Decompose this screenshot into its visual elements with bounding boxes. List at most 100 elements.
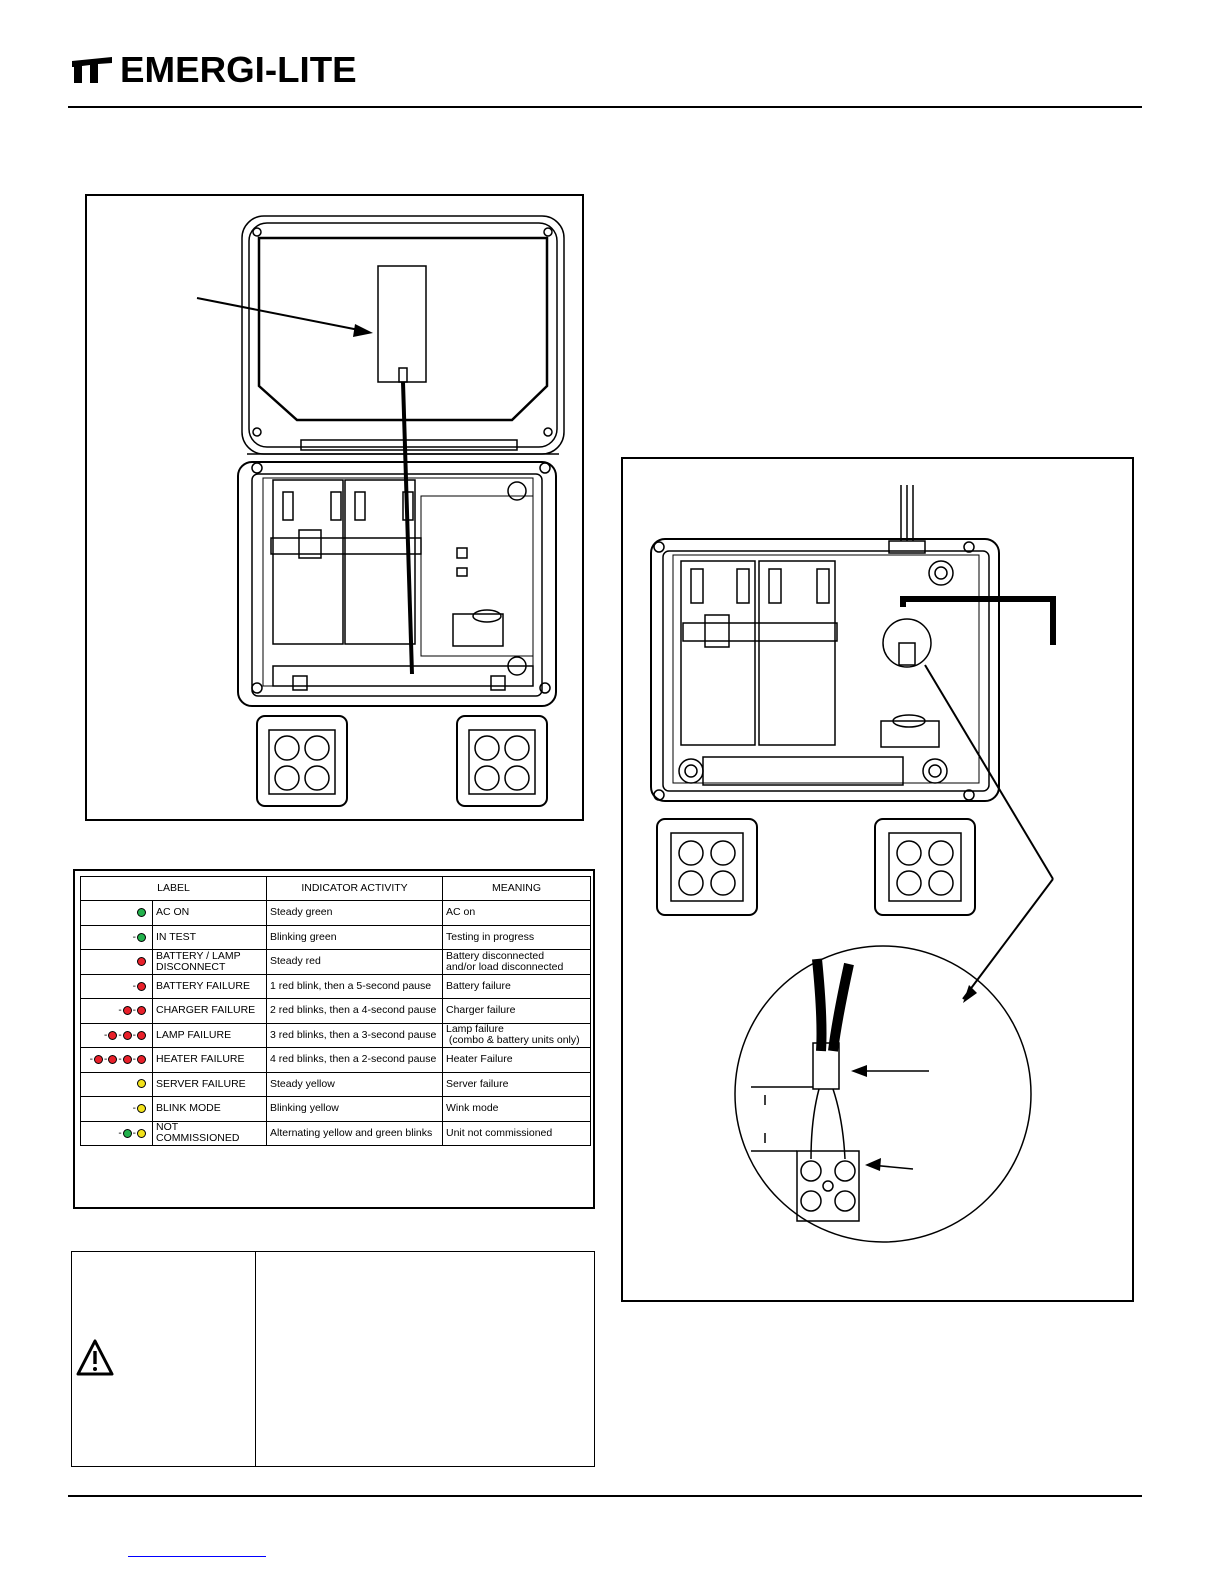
led-red-icon xyxy=(137,1055,146,1065)
indicator-meaning: Unit not commissioned xyxy=(442,1120,591,1146)
indicator-label-line1: CHARGER FAILURE xyxy=(156,1004,256,1017)
indicator-label: CHARGER FAILURE xyxy=(152,998,267,1024)
figure-open-enclosure xyxy=(85,194,584,821)
indicator-meaning-line1: Charger failure xyxy=(446,1004,516,1017)
warning-box xyxy=(71,1251,595,1467)
indicator-meaning-line1: Battery disconnected xyxy=(446,949,545,962)
indicator-activity: 3 red blinks, then a 3-second pause xyxy=(266,1022,443,1048)
led-pattern xyxy=(80,900,153,926)
indicator-meaning: Battery failure xyxy=(442,973,591,999)
blink-dash: - xyxy=(132,1029,136,1041)
indicator-meaning-line1: AC on xyxy=(446,906,476,919)
indicator-label-line1: AC ON xyxy=(156,906,190,919)
led-pattern xyxy=(80,1071,153,1097)
led-pattern: - xyxy=(80,973,153,999)
indicator-meaning-line1: Unit not commissioned xyxy=(446,1126,553,1139)
indicator-label: HEATER FAILURE xyxy=(152,1047,267,1073)
blink-dash: - xyxy=(118,1005,122,1017)
led-red-icon xyxy=(137,956,146,966)
indicator-label: SERVER FAILURE xyxy=(152,1071,267,1097)
indicator-activity: Blinking yellow xyxy=(266,1096,443,1122)
blink-dash: - xyxy=(132,931,136,943)
blink-dash: - xyxy=(118,1054,122,1066)
indicator-activity: 2 red blinks, then a 4-second pause xyxy=(266,998,443,1024)
table-row: -BATTERY FAILURE 1 red blink, then a 5-se… xyxy=(80,973,591,999)
indicator-table: LABEL INDICATOR ACTIVITY MEANING AC ON St… xyxy=(80,876,591,1146)
indicator-meaning-line1: Server failure xyxy=(446,1077,509,1090)
indicator-activity: Steady yellow xyxy=(266,1071,443,1097)
indicator-label: NOT COMMISSIONED xyxy=(152,1120,267,1146)
indicator-label-line2: DISCONNECT xyxy=(156,960,226,973)
indicator-meaning-line1: Lamp failure xyxy=(446,1023,504,1036)
led-green-icon xyxy=(137,907,146,917)
table-header-row: LABEL INDICATOR ACTIVITY MEANING xyxy=(80,876,591,901)
led-pattern: ---- xyxy=(80,1047,153,1073)
header-activity: INDICATOR ACTIVITY xyxy=(266,876,443,901)
blink-dash: - xyxy=(132,1127,136,1139)
led-pattern: -- xyxy=(80,1120,153,1146)
led-yellow-icon xyxy=(137,1079,146,1089)
open-enclosure-drawing xyxy=(196,215,565,807)
indicator-table-frame: LABEL INDICATOR ACTIVITY MEANING AC ON St… xyxy=(73,869,595,1209)
indicator-meaning: Server failure xyxy=(442,1071,591,1097)
led-pattern: - xyxy=(80,1096,153,1122)
indicator-activity: Blinking green xyxy=(266,924,443,950)
led-yellow-icon xyxy=(137,1128,146,1138)
blink-dash: - xyxy=(89,1054,93,1066)
led-pattern xyxy=(80,949,153,975)
indicator-label-line1: SERVER FAILURE xyxy=(156,1077,246,1090)
indicator-label: IN TEST xyxy=(152,924,267,950)
indicator-label-line1: BATTERY / LAMP xyxy=(156,949,241,962)
indicator-label: BATTERY FAILURE xyxy=(152,973,267,999)
indicator-label-line1: IN TEST xyxy=(156,930,197,943)
indicator-label-line1: BLINK MODE xyxy=(156,1102,221,1115)
header-rule xyxy=(68,106,1142,108)
led-red-icon xyxy=(137,981,146,991)
indicator-meaning-line2: and/or load disconnected xyxy=(446,960,564,973)
indicator-meaning: Charger failure xyxy=(442,998,591,1024)
indicator-meaning-line2: (combo & battery units only) xyxy=(446,1034,580,1047)
led-pattern: -- xyxy=(80,998,153,1024)
brand-logo: EMERGI-LITE xyxy=(70,52,357,88)
blink-dash: - xyxy=(103,1054,108,1066)
led-red-icon xyxy=(108,1055,118,1065)
indicator-activity: Steady red xyxy=(266,949,443,975)
indicator-meaning: Testing in progress xyxy=(442,924,591,950)
indicator-label-line1: NOT COMMISSIONED xyxy=(156,1121,240,1145)
indicator-activity: Alternating yellow and green blinks xyxy=(266,1120,443,1146)
led-red-icon xyxy=(137,1030,146,1040)
blink-dash: - xyxy=(103,1029,108,1041)
indicator-label: LAMP FAILURE xyxy=(152,1022,267,1048)
indicator-activity: Steady green xyxy=(266,900,443,926)
emergi-lite-logo-icon xyxy=(72,57,112,83)
warning-divider xyxy=(255,1252,256,1466)
blink-dash: - xyxy=(118,1127,122,1139)
indicator-meaning: Heater Failure xyxy=(442,1047,591,1073)
indicator-meaning: Wink mode xyxy=(442,1096,591,1122)
indicator-activity: 1 red blink, then a 5-second pause xyxy=(266,973,443,999)
footer-rule xyxy=(68,1495,1142,1497)
indicator-meaning: Lamp failure (combo & battery units only… xyxy=(442,1022,591,1048)
indicator-meaning: AC on xyxy=(442,900,591,926)
indicator-label: BLINK MODE xyxy=(152,1096,267,1122)
indicator-meaning-line1: Battery failure xyxy=(446,979,511,992)
led-pattern: - xyxy=(80,924,153,950)
indicator-label-line1: HEATER FAILURE xyxy=(156,1053,245,1066)
led-green-icon xyxy=(137,932,146,942)
led-red-icon xyxy=(122,1030,132,1040)
wiring-detail-drawing xyxy=(650,485,1056,1243)
indicator-meaning-line1: Testing in progress xyxy=(446,930,535,943)
header-label: LABEL xyxy=(80,876,267,901)
footer-link-underline[interactable] xyxy=(128,1556,266,1557)
indicator-label-line1: BATTERY FAILURE xyxy=(156,979,250,992)
